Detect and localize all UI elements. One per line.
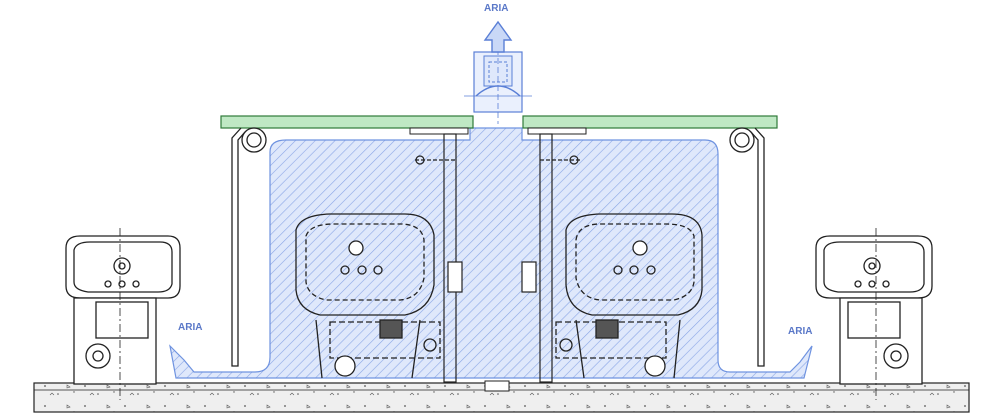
exhaust-duct [464, 40, 532, 124]
floor-slab [33, 380, 970, 413]
outer-unit-left [65, 228, 181, 400]
air-flow-enclosure [169, 127, 813, 379]
hood-panel [220, 115, 778, 135]
machine-left [295, 213, 441, 379]
air-outlet-arrow [483, 20, 513, 53]
machine-right [555, 213, 703, 379]
air-label-top: ARIA [484, 3, 508, 14]
right-side-skirt [729, 127, 765, 367]
outer-unit-right [815, 228, 933, 400]
left-side-skirt [231, 127, 267, 367]
air-label-left: ARIA [178, 322, 202, 333]
air-label-right: ARIA [788, 326, 812, 337]
center-support-posts [415, 133, 580, 383]
